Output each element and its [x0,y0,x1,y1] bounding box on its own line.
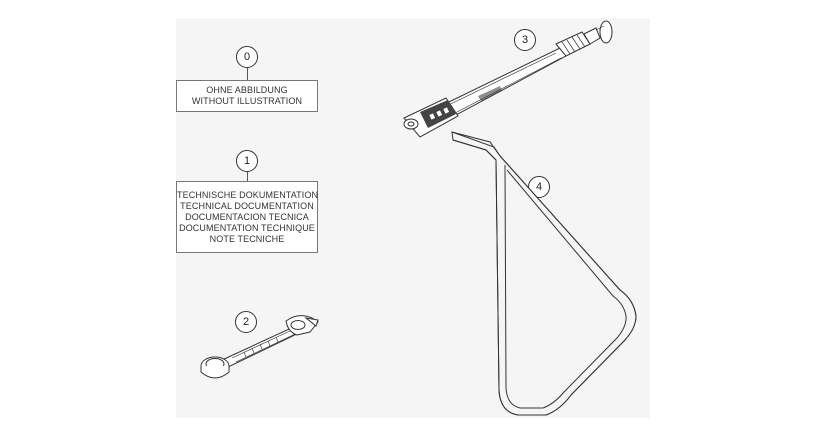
note-box-0: OHNE ABBILDUNG WITHOUT ILLUSTRATION [176,80,318,112]
note-line: DOCUMENTATION TECHNIQUE [179,222,315,233]
callout-2: 2 [235,311,257,333]
callout-0: 0 [236,46,258,68]
callout-3: 3 [514,29,536,51]
note-box-1: TECHNISCHE DOKUMENTATION TECHNICAL DOCUM… [176,181,318,253]
stand-icon [451,131,637,416]
note-line: WITHOUT ILLUSTRATION [191,96,303,106]
note-line: OHNE ABBILDUNG [206,85,288,95]
callout-4: 4 [528,176,550,198]
leader-line-0 [247,68,248,80]
torque-wrench-icon [403,20,613,138]
note-line: TECHNISCHE DOKUMENTATION [177,189,319,200]
wrench-icon [200,315,319,379]
callout-1: 1 [236,150,258,172]
note-line: DOCUMENTACION TECNICA [185,211,309,222]
note-line: NOTE TECNICHE [209,233,285,244]
leader-line-1 [247,172,248,181]
note-line: TECHNICAL DOCUMENTATION [180,200,314,211]
